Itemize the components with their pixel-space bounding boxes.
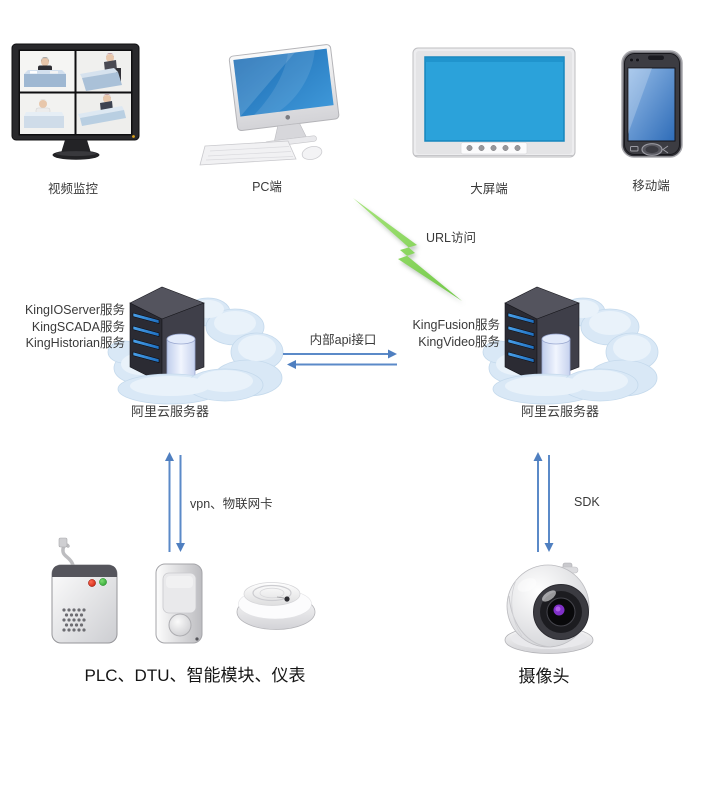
service-label: KingHistorian服务 [25,336,125,350]
left-server-name: 阿里云服务器 [130,404,209,419]
video-monitor-label: 视频监控 [47,182,98,196]
smoke-detector-icon [236,582,316,630]
mobile-label: 移动端 [632,179,670,193]
keyboard-icon [199,140,297,166]
mouse-icon [301,146,323,160]
pc-label: PC端 [252,180,282,194]
vpn-arrows [165,452,185,552]
big-screen-tv-icon [412,47,576,158]
right-server-name: 阿里云服务器 [520,404,599,419]
camera-label: 摄像头 [518,667,570,686]
vpn-label: vpn、物联网卡 [190,497,273,511]
service-label: KingVideo服务 [418,334,500,349]
video-monitor-icon [11,43,140,160]
internal-api-label: 内部api接口 [309,333,377,347]
lightning-bolt-icon [353,198,462,301]
url-access-label: URL访问 [426,231,477,245]
pc-imac-icon [199,44,340,166]
mobile-phone-icon [621,50,683,158]
sdk-arrows [533,452,554,552]
sdk-label: SDK [574,495,600,509]
service-label: KingSCADA服务 [31,319,125,334]
internal-api-arrows [283,349,397,369]
dtu-device-icon [51,537,118,644]
cloud-front-icon [492,368,639,405]
right-server-services: KingFusion服务 KingVideo服务 [380,317,500,350]
right-cloud-server-icon [482,286,659,405]
service-label: KingFusion服务 [412,318,500,332]
cloud-front-icon [117,368,264,405]
camera-icon [504,562,594,654]
motion-sensor-icon [155,563,203,644]
service-label: KingIOServer服务 [24,303,125,317]
left-cloud-server-icon [107,286,284,405]
field-devices-label: PLC、DTU、智能模块、仪表 [84,666,306,685]
big-screen-label: 大屏端 [470,182,508,196]
left-server-services: KingIOServer服务 KingSCADA服务 KingHistorian… [6,302,125,352]
